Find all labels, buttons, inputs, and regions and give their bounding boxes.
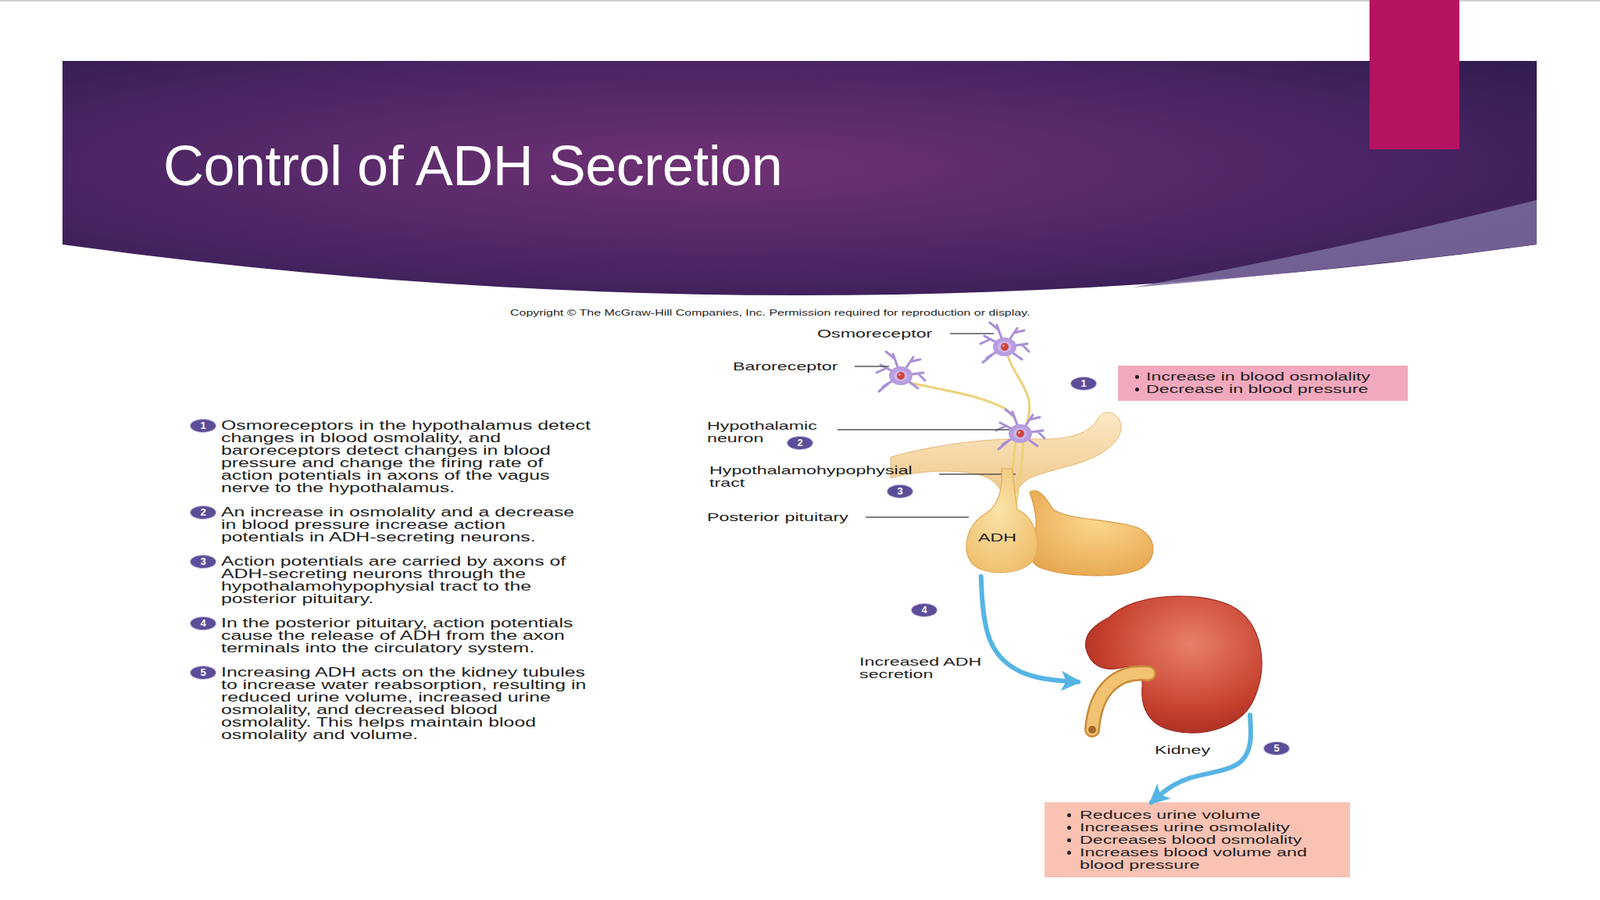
callout-number: 1 [200,419,206,432]
step-text: In the posterior pituitary, action poten… [221,617,593,655]
bullet-text: Increase in blood osmolality [1146,370,1400,383]
step-item: 1 Osmoreceptors in the hypothalamus detec… [189,419,612,495]
part-label: Baroreceptor [732,360,890,373]
bullet-item: Decrease in blood pressure [1146,382,1400,396]
callout-number: 2 [796,436,803,449]
node-label: ADH [978,531,1041,544]
shape-part [1092,673,1149,730]
callout-number: 1 [1080,377,1086,390]
title-banner [62,60,1537,296]
callout-number: 3 [200,555,206,568]
callout-badge: 4 [910,603,938,618]
step-item: 3 Action potentials are carried by axons … [189,555,612,606]
shape-part [966,468,1038,573]
shape-outline [959,468,1157,577]
accent-tab [1369,0,1460,150]
top-rule [0,0,1600,2]
callout-badge: 3 [886,484,914,499]
step-text: An increase in osmolality and a decrease… [221,506,593,544]
bullet-text: Reduces urine volume [1079,808,1343,822]
bullet-item: Increase in blood osmolality [1146,370,1400,383]
bullet-text: Decreases blood osmolality [1079,833,1343,847]
callout-badge: 2 [786,435,814,450]
bullet-item: Increases blood volume and blood pressur… [1079,846,1343,872]
callout-number: 2 [200,506,206,518]
copyright-note: Copyright © The McGraw-Hill Companies, I… [510,307,1030,318]
callout-number: 5 [1273,742,1279,754]
callout-number: 3 [896,485,903,497]
bullet-item: Reduces urine volume [1079,808,1343,822]
step-list: 1 Osmoreceptors in the hypothalamus detec… [189,419,612,754]
node-label: Kidney [1154,743,1241,757]
flow-arrow [981,576,1079,683]
callout-number: 4 [200,617,206,629]
pituitary-gland: ADH [959,468,1157,577]
shape-part [1085,596,1262,733]
slide-title: Control of ADH Secretion [163,137,783,194]
bullet-dot [1067,838,1072,843]
step-text: Osmoreceptors in the hypothalamus detect… [221,419,593,495]
effect-box: Reduces urine volumeIncreases urine osmo… [1044,802,1350,878]
osmoreceptor-cell [980,322,1029,363]
leader-lines [837,333,1016,518]
step-item: 5 Increasing ADH acts on the kidney tubul… [189,666,612,742]
bullet-item: Increases urine osmolality [1079,821,1343,834]
shape-outline [1078,595,1250,762]
bullet-dot [1135,375,1140,379]
step-item: 2 An increase in osmolality and a decreas… [189,506,612,544]
callout-badge: 5 [189,665,217,680]
callout-badge: 4 [189,616,217,631]
part-label: Posterior pituitary [707,510,903,524]
bullet-dot [1067,813,1072,818]
shape-part [1092,673,1149,730]
bullet-dot [1067,825,1072,830]
bullet-text: Decrease in blood pressure [1146,382,1400,396]
edge-label: Increased ADH secretion [859,655,994,681]
callout-number: 5 [200,666,206,679]
callout-badge: 2 [189,505,217,520]
part-label: Hypothalamic neuron [707,419,833,445]
callout-badge: 1 [189,418,217,433]
callout-badge: 3 [189,554,217,569]
bullet-dot [1067,850,1072,855]
bullet-text: Increases blood volume and blood pressur… [1079,846,1343,872]
callout-badge: 5 [1263,741,1290,756]
kidney-organ: Kidney [1078,595,1250,762]
shape-part [1029,490,1154,576]
part-label: Osmoreceptor [817,327,990,340]
condition-box: Increase in blood osmolalityDecrease in … [1117,365,1408,401]
step-item: 4 In the posterior pituitary, action pote… [189,617,612,655]
baroreceptor-cell [876,351,925,392]
banner-swoosh [1132,200,1537,288]
callout-number: 4 [921,603,927,616]
bullet-text: Increases urine osmolality [1079,821,1343,834]
step-text: Increasing ADH acts on the kidney tubule… [221,666,593,742]
step-text: Action potentials are carried by axons o… [221,555,593,606]
bullet-item: Decreases blood osmolality [1079,833,1343,847]
bullet-dot [1135,387,1140,392]
callout-badge: 1 [1070,376,1097,391]
